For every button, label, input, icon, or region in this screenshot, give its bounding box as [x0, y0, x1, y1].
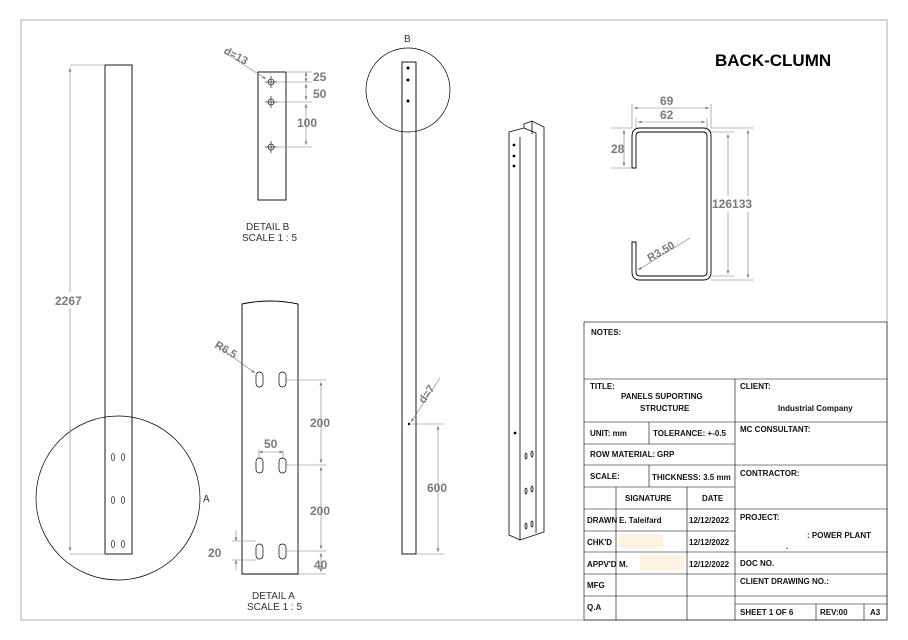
- drawing-title: BACK-CLUMN: [715, 51, 831, 70]
- c-channel-section: 69 62 28 126133 R3.50: [611, 94, 762, 281]
- qa-role: Q.A: [587, 603, 601, 612]
- detail-b-scale: SCALE 1 : 5: [242, 233, 297, 244]
- project-dot: .: [786, 542, 788, 551]
- thickness-label: THICKNESS: 3.5 mm: [652, 473, 731, 482]
- client-value: Industrial Company: [778, 404, 853, 413]
- dim-62: 62: [660, 108, 674, 122]
- chkd-name-highlight: [619, 534, 663, 548]
- dim-28: 28: [611, 142, 625, 156]
- title-line2: STRUCTURE: [640, 404, 690, 413]
- notes-label: NOTES:: [591, 328, 621, 337]
- sheet-label: SHEET 1 OF 6: [740, 608, 794, 617]
- project-label: PROJECT:: [740, 513, 780, 522]
- detail-a-circle: [35, 415, 201, 581]
- rev-label: REV:00: [820, 608, 848, 617]
- dim-200-top: 200: [310, 416, 330, 430]
- appvd-name-highlight: [640, 556, 684, 570]
- client-label: CLIENT:: [740, 382, 771, 391]
- detail-a-scale: SCALE 1 : 5: [247, 602, 302, 613]
- dim-length-2267: 2267: [55, 294, 82, 308]
- dim-100: 100: [297, 116, 317, 130]
- mfg-role: MFG: [587, 581, 605, 590]
- dim-69: 69: [660, 94, 674, 108]
- dim-20: 20: [208, 546, 222, 560]
- radius-r3-50: R3.50: [646, 240, 677, 265]
- title-label: TITLE:: [590, 382, 615, 391]
- contractor-label: CONTRACTOR:: [740, 469, 799, 478]
- title-block: [583, 321, 888, 621]
- title-line1: PANELS SUPORTING: [621, 392, 703, 401]
- main-column-view: 2267 A: [35, 64, 210, 581]
- detail-b-marker: B: [404, 34, 411, 45]
- dim-40: 40: [314, 558, 328, 572]
- detail-a-label: DETAIL A: [252, 591, 295, 602]
- size-label: A3: [870, 608, 881, 617]
- drawn-role: DRAWN: [587, 516, 617, 525]
- chkd-role: CHK'D: [587, 538, 612, 547]
- dim-126-133: 126133: [712, 197, 752, 211]
- drawn-date: 12/12/2022: [689, 516, 730, 525]
- mc-consultant-label: MC CONSULTANT:: [740, 425, 810, 434]
- detail-b-view: d=13 25 50 100 DETAIL B SCALE 1 : 5: [222, 45, 327, 244]
- unit-label: UNIT: mm: [590, 429, 627, 438]
- dim-25: 25: [313, 70, 327, 84]
- detail-b-circle: [365, 47, 451, 133]
- dim-200-mid: 200: [310, 504, 330, 518]
- detail-b-label: DETAIL B: [246, 222, 290, 233]
- detail-a-marker: A: [203, 494, 210, 505]
- project-value: : POWER PLANT: [807, 531, 871, 540]
- hole-diameter-d13: d=13: [222, 45, 250, 68]
- radius-r6-5: R6.5: [213, 339, 239, 361]
- appvd-role: APPV'D: [587, 560, 617, 569]
- signature-header: SIGNATURE: [625, 494, 672, 503]
- appvd-date: 12/12/2022: [689, 560, 730, 569]
- detail-a-view: R6.5 200 50 200 20 40 DETAIL A SCALE 1 :…: [208, 300, 330, 613]
- side-column-view: B d=7 600: [365, 34, 451, 555]
- scale-label: SCALE:: [590, 472, 620, 481]
- tolerance-label: TOLERANCE: +-0.5: [653, 429, 727, 438]
- dim-600: 600: [427, 481, 447, 495]
- row-material-value: GRP: [657, 450, 675, 459]
- client-drawing-no-label: CLIENT DRAWING NO.:: [740, 577, 829, 586]
- appvd-name: M.: [619, 560, 628, 569]
- isometric-column-view: [508, 120, 545, 541]
- row-material-label: ROW MATERIAL:: [590, 450, 655, 459]
- date-header: DATE: [702, 494, 724, 503]
- doc-no-label: DOC NO.: [740, 559, 774, 568]
- drawn-name: E. Taleifard: [619, 516, 662, 525]
- drawing-border: [20, 19, 888, 621]
- dim-50-slot: 50: [264, 437, 278, 451]
- dim-50: 50: [313, 87, 327, 101]
- chkd-date: 12/12/2022: [689, 538, 730, 547]
